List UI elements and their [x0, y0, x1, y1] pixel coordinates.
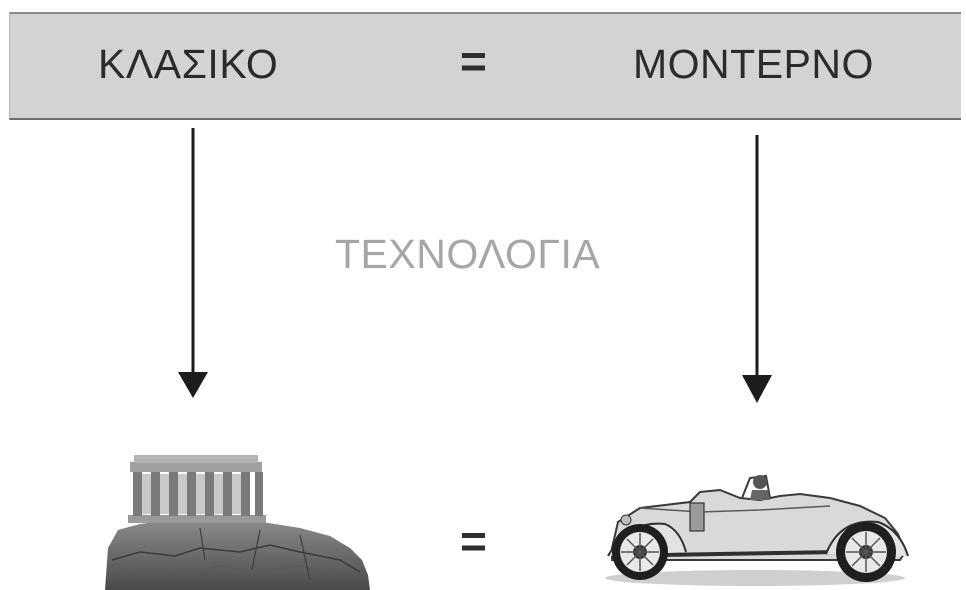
- title-banner: [9, 12, 961, 120]
- banner-equals-sign: =: [460, 35, 488, 87]
- classic-label: ΚΛΑΣΙΚΟ: [98, 41, 279, 87]
- left-down-arrow: [178, 128, 208, 398]
- modern-label: ΜΟΝΤΕΡΝΟ: [633, 41, 874, 87]
- front-wheel: [612, 524, 668, 580]
- rear-wheel: [836, 522, 896, 582]
- right-down-arrow: [742, 135, 772, 403]
- technology-label: ΤΕΧΝΟΛΟΓΙΑ: [335, 231, 601, 277]
- bottom-equals-sign: =: [460, 515, 487, 567]
